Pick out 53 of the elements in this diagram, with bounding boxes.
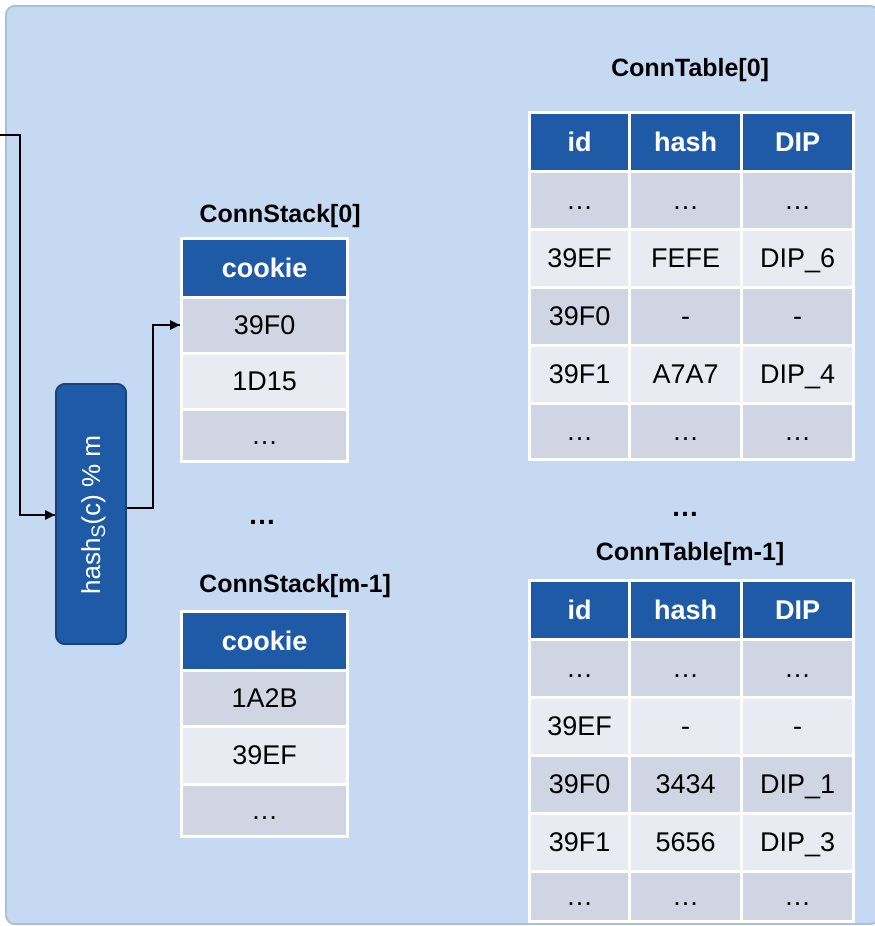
table-title: ConnStack[m-1] (198, 569, 392, 600)
table-cell: DIP_6 (743, 231, 852, 286)
table-cell: … (631, 873, 740, 920)
table-cell: … (743, 173, 852, 228)
ellipsis-label: … (247, 498, 277, 532)
arrow (0, 134, 55, 520)
column-header: id (531, 582, 628, 638)
table-cell: - (743, 699, 852, 754)
table-cell: 1D15 (183, 355, 346, 408)
table-cell: DIP_1 (743, 757, 852, 812)
table-cell: … (743, 405, 852, 458)
table-cell: … (531, 873, 628, 920)
table-cell: A7A7 (631, 347, 740, 402)
table-cell: 5656 (631, 815, 740, 870)
table-cell: … (743, 641, 852, 696)
table-cell: … (631, 173, 740, 228)
table-cell: … (631, 405, 740, 458)
ellipsis-label: … (670, 490, 700, 524)
table-cell: - (631, 699, 740, 754)
column-header: DIP (743, 582, 852, 638)
table-cell: … (183, 786, 346, 835)
table-title: ConnStack[0] (198, 199, 362, 230)
table-cell: 39F1 (531, 815, 628, 870)
table-cell: 39EF (531, 699, 628, 754)
table-cell: 39F1 (531, 347, 628, 402)
arrow (127, 320, 180, 509)
table-cell: 39F0 (531, 757, 628, 812)
column-header: hash (631, 114, 740, 170)
column-header: cookie (183, 613, 346, 669)
table-cell: 39F0 (531, 289, 628, 344)
table-cell: … (183, 411, 346, 460)
column-header: id (531, 114, 628, 170)
column-header: hash (631, 582, 740, 638)
table-cell: 3434 (631, 757, 740, 812)
table-cell: … (531, 641, 628, 696)
hash-function-box (55, 383, 127, 645)
table-cell: 39EF (531, 231, 628, 286)
table-cell: 39F0 (183, 299, 346, 352)
table-cell: … (743, 873, 852, 920)
table-title: ConnTable[0] (610, 53, 770, 84)
table-cell: … (631, 641, 740, 696)
column-header: DIP (743, 114, 852, 170)
table-cell: 1A2B (183, 672, 346, 725)
table-title: ConnTable[m-1] (594, 537, 786, 568)
table-cell: … (531, 405, 628, 458)
table-cell: - (743, 289, 852, 344)
table-cell: DIP_4 (743, 347, 852, 402)
table-cell: FEFE (631, 231, 740, 286)
column-header: cookie (183, 240, 346, 296)
table-cell: 39EF (183, 728, 346, 783)
table-cell: DIP_3 (743, 815, 852, 870)
table-cell: … (531, 173, 628, 228)
table-cell: - (631, 289, 740, 344)
